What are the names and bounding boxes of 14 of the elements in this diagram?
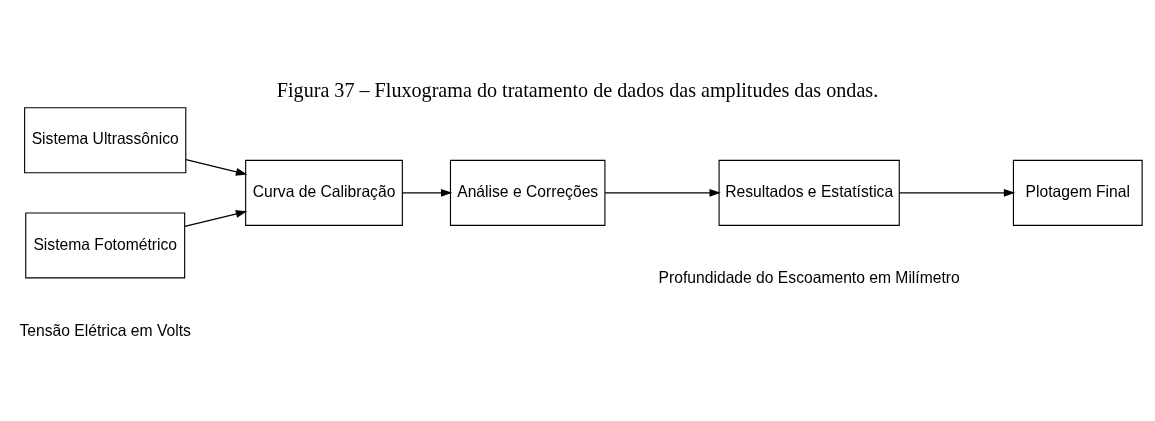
label: Tensão Elétrica em Volts [19, 321, 191, 339]
arrow [184, 210, 248, 227]
node-box: Curva de Calibração [245, 159, 403, 226]
arrow [898, 188, 1016, 197]
node-box: Sistema Ultrassônico [24, 107, 187, 174]
node-box: Plotagem Final [1012, 159, 1143, 226]
node-box: Resultados e Estatística [718, 159, 900, 226]
label: Profundidade do Escoamento em Milímetro [658, 269, 960, 287]
arrow [185, 159, 248, 176]
node-box: Análise e Correções [449, 159, 606, 226]
arrow [604, 188, 721, 197]
arrow [401, 188, 453, 197]
node-box: Sistema Fotométrico [25, 212, 186, 279]
diagram-title: Figura 37 – Fluxograma do tratamento de dados das amplitudes das ondas. [276, 79, 879, 102]
